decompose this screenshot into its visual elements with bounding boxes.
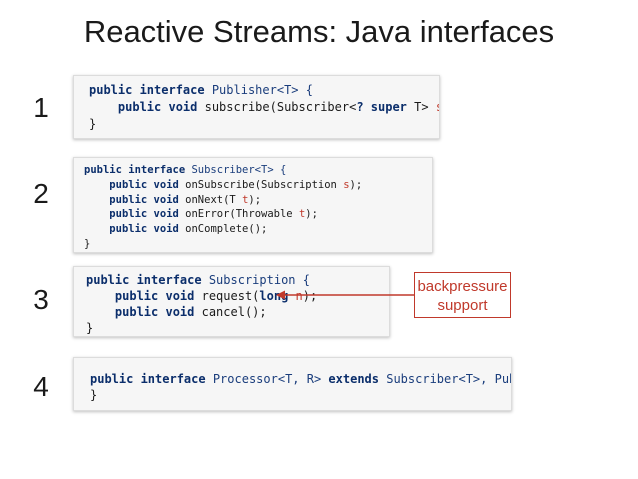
- code-token: T>: [414, 100, 436, 114]
- code-token: s: [436, 100, 439, 114]
- code-token: );: [305, 208, 318, 221]
- code-token: onNext(T: [185, 193, 243, 206]
- code-token: Subscription {: [208, 273, 310, 287]
- code-token: request(: [201, 289, 260, 303]
- code-token: }: [89, 117, 97, 131]
- code-token: [84, 223, 109, 235]
- processor-code-block: public interface Processor<T, R> extends…: [73, 357, 512, 411]
- code-token: }: [84, 237, 91, 250]
- code-token: cancel();: [201, 305, 267, 319]
- code-token: Publisher<T> {: [211, 83, 313, 97]
- code-line: }: [86, 320, 389, 336]
- code-token: Subscriber<T> {: [191, 164, 287, 176]
- code-line: public void onError(Throwable t);: [84, 207, 432, 222]
- code-token: s: [343, 178, 350, 191]
- code-line: public void onComplete();: [84, 222, 432, 237]
- code-token: public interface: [89, 83, 212, 97]
- code-token: [86, 289, 115, 303]
- code-token: public void: [114, 289, 202, 303]
- code-token: public void: [109, 223, 186, 236]
- code-line: }: [84, 237, 432, 252]
- code-token: public interface: [90, 372, 213, 386]
- publisher-code-block: public interface Publisher<T> { public v…: [73, 75, 440, 139]
- code-token: Subscriber<T>, Publisher<R> {: [386, 372, 511, 386]
- code-line: public void subscribe(Subscriber<? super…: [89, 99, 439, 116]
- code-line: public interface Publisher<T> {: [89, 82, 439, 99]
- code-line: public interface Subscription {: [86, 272, 389, 288]
- slide-title: Reactive Streams: Java interfaces: [83, 14, 555, 49]
- code-line: }: [90, 387, 511, 403]
- code-token: public interface: [84, 164, 192, 176]
- code-token: );: [248, 193, 262, 206]
- item-number-1: 1: [33, 92, 49, 123]
- code-token: [89, 100, 118, 114]
- code-token: Processor<T, R>: [212, 372, 329, 386]
- code-token: extends: [328, 372, 387, 386]
- code-token: [86, 305, 115, 319]
- item-number-2: 2: [33, 178, 49, 209]
- code-token: }: [90, 388, 98, 402]
- code-token: long: [259, 289, 296, 303]
- code-line: }: [89, 116, 439, 133]
- code-token: t: [242, 193, 249, 206]
- code-token: public void: [109, 193, 186, 206]
- callout-line-2: support: [437, 297, 488, 314]
- code-line: public void onSubscribe(Subscription s);: [84, 178, 432, 193]
- code-token: public void: [109, 178, 186, 191]
- code-token: [84, 179, 109, 191]
- code-token: }: [86, 321, 94, 335]
- code-line: public void cancel();: [86, 304, 389, 320]
- code-line: public void request(long n);: [86, 288, 389, 304]
- code-token: public void: [109, 208, 186, 221]
- code-line: public interface Subscriber<T> {: [84, 163, 432, 178]
- item-number-4: 4: [33, 371, 49, 402]
- code-token: onError(Throwable: [185, 208, 299, 221]
- subscription-code-block: public interface Subscription { public v…: [73, 266, 390, 337]
- code-line: public void onNext(T t);: [84, 193, 432, 208]
- code-line: public interface Processor<T, R> extends…: [90, 371, 511, 387]
- code-token: [84, 194, 109, 206]
- callout-line-1: backpressure: [417, 278, 508, 295]
- subscriber-code-block: public interface Subscriber<T> { public …: [73, 157, 433, 253]
- code-token: public void: [114, 305, 202, 319]
- code-token: n: [295, 289, 303, 303]
- code-token: );: [349, 178, 363, 191]
- item-number-3: 3: [33, 284, 49, 315]
- code-token: t: [298, 208, 306, 221]
- code-token: public interface: [86, 273, 209, 287]
- code-token: );: [302, 289, 318, 303]
- code-token: onSubscribe(Subscription: [185, 178, 344, 191]
- code-token: [84, 208, 109, 220]
- backpressure-callout: backpressure support: [414, 272, 511, 318]
- code-token: onComplete();: [185, 223, 268, 236]
- code-token: public void: [117, 100, 205, 114]
- code-token: subscribe(Subscriber<: [204, 100, 357, 114]
- code-token: ? super: [356, 100, 415, 114]
